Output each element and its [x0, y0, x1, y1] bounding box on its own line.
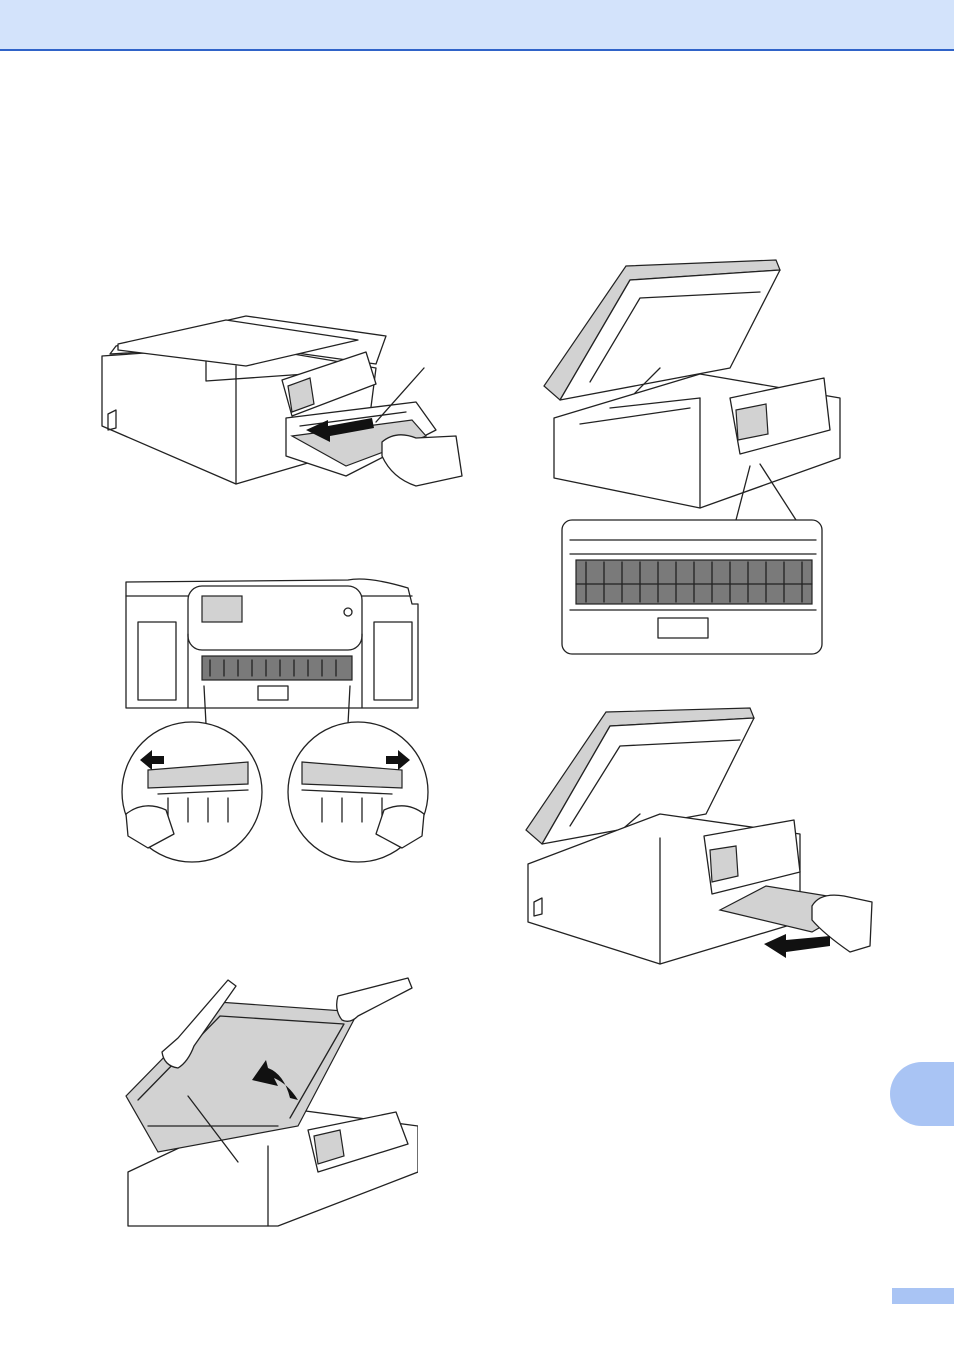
printer-front-icon — [118, 574, 438, 866]
figure-printer-paper-tray-pull-out — [96, 306, 466, 502]
printer-open-icon — [540, 258, 852, 660]
page-number-box — [892, 1288, 954, 1304]
figure-printer-jammed-paper-pull-out — [520, 706, 876, 970]
printer-icon — [96, 306, 466, 502]
figure-printer-scanner-cover-open-detail — [540, 258, 852, 660]
hand-icon — [382, 435, 462, 486]
printer-open-icon — [520, 706, 876, 970]
printer-open-icon — [118, 976, 418, 1232]
figure-printer-scanner-cover-lift — [118, 976, 418, 1232]
header-band — [0, 0, 954, 51]
figure-printer-front-jam-clear-levers — [118, 574, 438, 866]
chapter-tab — [890, 1062, 954, 1126]
pull-arrow-icon — [764, 934, 830, 958]
